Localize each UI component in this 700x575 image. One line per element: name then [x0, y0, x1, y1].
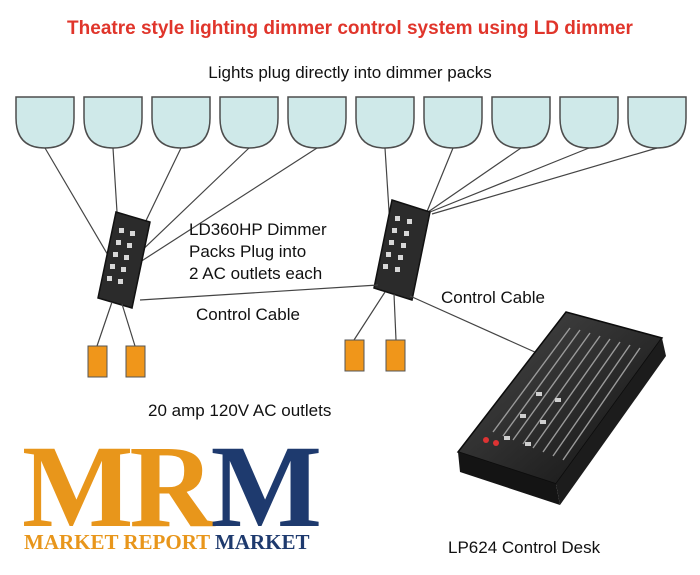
mrm-logo: MRM — [22, 428, 322, 546]
logo-word-1: MARKET — [24, 530, 119, 554]
control-desk-caption: LP624 Control Desk — [448, 538, 601, 557]
dimmer-pack-caption: LD360HP Dimmer Packs Plug into 2 AC outl… — [189, 219, 327, 285]
control-cable-label-1: Control Cable — [196, 305, 300, 324]
light-fixture-4 — [219, 96, 279, 149]
logo-letter-m2: M — [210, 421, 322, 552]
dimmer-pack-caption-line-1: LD360HP Dimmer — [189, 220, 327, 239]
dimmer-pack-caption-line-3: 2 AC outlets each — [189, 264, 323, 283]
light-fixture-7 — [423, 96, 483, 149]
light-fixture-8 — [491, 96, 551, 149]
dimmer-pack-caption-line-2: Packs Plug into — [189, 242, 307, 261]
control-desk-image — [456, 311, 666, 505]
logo-word-2: REPORT — [123, 530, 210, 554]
lights-caption: Lights plug directly into dimmer packs — [208, 63, 492, 82]
light-fixture-10 — [627, 96, 687, 149]
ac-outlet-2 — [125, 345, 146, 378]
lights-row — [15, 96, 687, 149]
ac-outlet-4 — [385, 339, 406, 372]
light-fixture-3 — [151, 96, 211, 149]
light-fixture-1 — [15, 96, 75, 149]
light-fixture-6 — [355, 96, 415, 149]
logo-word-3: MARKET — [215, 530, 310, 554]
mrm-logo-wordmark: MARKET REPORT MARKET — [24, 530, 310, 555]
ac-outlets — [87, 339, 406, 378]
light-fixture-9 — [559, 96, 619, 149]
logo-letter-r: R — [129, 421, 214, 552]
dimmer-pack-1 — [97, 211, 151, 309]
control-cable-label-2: Control Cable — [441, 288, 545, 307]
ac-outlet-1 — [87, 345, 108, 378]
logo-letter-m1: M — [22, 421, 133, 552]
light-fixture-2 — [83, 96, 143, 149]
outlet-cords — [96, 291, 397, 347]
dimmer-pack-2 — [373, 199, 431, 301]
light-fixture-5 — [287, 96, 347, 149]
outlets-caption: 20 amp 120V AC outlets — [148, 401, 332, 420]
diagram-title: Theatre style lighting dimmer control sy… — [67, 18, 633, 39]
ac-outlet-3 — [344, 339, 365, 372]
